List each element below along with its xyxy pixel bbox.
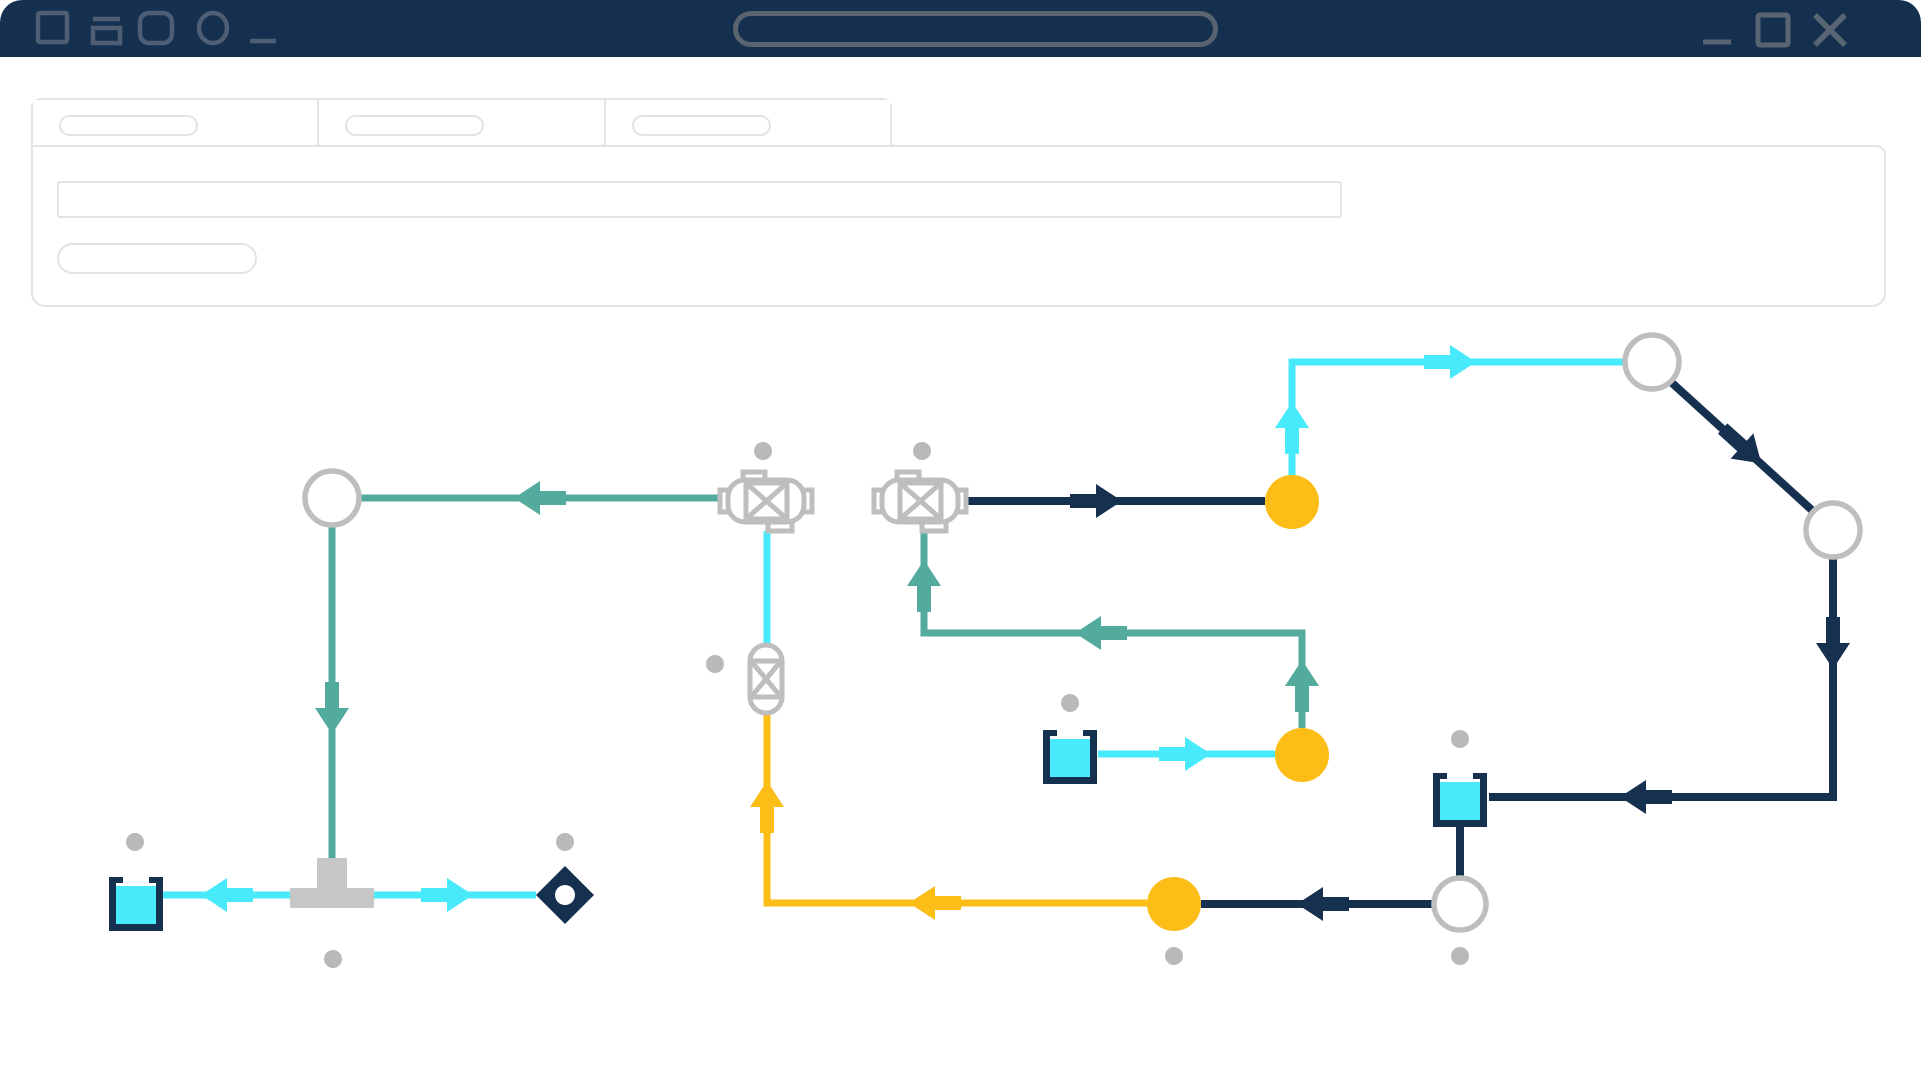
node-tank-middle[interactable]: [1043, 730, 1097, 784]
flow-arrow-down-icon: [1816, 617, 1850, 669]
node-compressor-right[interactable]: [871, 469, 969, 534]
flow-arrow-right-icon: [1159, 737, 1211, 771]
tee-bar: [290, 888, 374, 908]
flow-arrow-up-icon: [1275, 402, 1309, 454]
tee-stem: [317, 858, 347, 888]
tank-wall-left: [1043, 730, 1050, 784]
gauge-circle-icon: [1803, 500, 1863, 560]
node-tank-left[interactable]: [109, 877, 163, 931]
check-valve-port: [555, 885, 575, 905]
node-tank-right[interactable]: [1433, 773, 1487, 827]
port-dot: [1061, 694, 1079, 712]
tank-rim-left: [1433, 773, 1447, 779]
tank-wall-right: [1090, 730, 1097, 784]
close-icon[interactable]: [1811, 11, 1849, 49]
tab-bar: [31, 98, 892, 147]
port-dot: [1451, 730, 1469, 748]
vessel-cross: [749, 659, 783, 699]
tank-wall-left: [109, 877, 116, 931]
tab-3-label-placeholder: [631, 115, 771, 136]
tank-bottom: [1043, 777, 1097, 784]
flow-arrow-up-icon: [1285, 660, 1319, 712]
port-dot: [754, 442, 772, 460]
tank-wall-left: [1433, 773, 1440, 827]
flow-arrow-up-icon: [750, 781, 784, 833]
window-icon[interactable]: [89, 9, 127, 49]
tank-bottom: [1433, 820, 1487, 827]
node-gauge-left[interactable]: [302, 468, 362, 528]
port-dot: [1165, 947, 1183, 965]
tank-wall-right: [156, 877, 163, 931]
port-dot: [556, 833, 574, 851]
node-pump-1[interactable]: [1265, 475, 1319, 529]
tab-2[interactable]: [319, 100, 606, 147]
maximize-icon[interactable]: [1754, 11, 1792, 49]
port-dot: [324, 950, 342, 968]
rounded-square-icon[interactable]: [136, 9, 176, 49]
flow-arrow-left-icon: [1075, 616, 1127, 650]
pump-circle-icon: [1275, 728, 1329, 782]
node-compressor-left[interactable]: [717, 469, 815, 534]
compressor-cross: [744, 481, 789, 521]
node-tee-junction[interactable]: [290, 858, 374, 908]
tab-2-label-placeholder: [345, 115, 485, 136]
action-button-placeholder[interactable]: [57, 243, 257, 274]
port-dot: [126, 833, 144, 851]
node-pump-2[interactable]: [1275, 728, 1329, 782]
tab-1-label-placeholder: [59, 115, 198, 136]
pipe-navy-down-and-left[interactable]: [1489, 556, 1837, 801]
gauge-circle-icon: [1622, 332, 1682, 392]
underscore-icon[interactable]: [246, 22, 280, 46]
flow-arrow-right-icon: [1424, 345, 1476, 379]
port-dot: [1451, 947, 1469, 965]
gauge-circle-icon: [302, 468, 362, 528]
tank-liquid: [116, 886, 156, 924]
flow-arrow-left-icon: [201, 878, 253, 912]
pump-circle-icon: [1265, 475, 1319, 529]
toolbar-panel: [31, 145, 1886, 307]
tank-liquid: [1440, 782, 1480, 820]
port-dot: [913, 442, 931, 460]
tank-rim-right: [149, 877, 163, 883]
flow-arrow-left-icon: [1620, 780, 1672, 814]
node-pump-3[interactable]: [1147, 877, 1201, 931]
flow-arrow-up-icon: [907, 560, 941, 612]
gauge-circle-icon: [1431, 875, 1489, 933]
tank-bottom: [109, 924, 163, 931]
square-icon[interactable]: [34, 9, 72, 49]
node-gauge-bottom[interactable]: [1431, 875, 1489, 933]
flow-arrow-right-icon: [421, 878, 473, 912]
pipe-yellow-filter-loop[interactable]: [763, 713, 1147, 907]
flow-arrow-down-icon: [315, 682, 349, 734]
tank-wall-right: [1480, 773, 1487, 827]
titlebar: [0, 0, 1921, 57]
flow-arrow-down-right-icon: [1717, 423, 1762, 464]
flow-arrow-right-icon: [1070, 484, 1122, 518]
address-search-bar[interactable]: [733, 11, 1218, 47]
flow-arrow-left-icon: [1297, 887, 1349, 921]
minimize-icon[interactable]: [1699, 24, 1735, 48]
tank-rim-right: [1473, 773, 1487, 779]
circle-icon[interactable]: [195, 9, 233, 49]
node-gauge-top-right[interactable]: [1622, 332, 1682, 392]
node-check-valve[interactable]: [536, 866, 594, 924]
node-gauge-right[interactable]: [1803, 500, 1863, 560]
tab-1[interactable]: [33, 100, 320, 147]
compressor-cross: [898, 481, 943, 521]
node-filter-vessel[interactable]: [747, 642, 785, 716]
pump-circle-icon: [1147, 877, 1201, 931]
pipe-cyan-pump-to-gauge[interactable]: [1288, 358, 1624, 475]
flow-arrow-left-icon: [909, 886, 961, 920]
tank-rim-left: [109, 877, 123, 883]
tank-rim-right: [1083, 730, 1097, 736]
port-dot: [706, 655, 724, 673]
tank-liquid: [1050, 739, 1090, 777]
flow-arrow-left-icon: [514, 481, 566, 515]
tab-3[interactable]: [605, 100, 890, 147]
tank-rim-left: [1043, 730, 1057, 736]
form-input[interactable]: [57, 181, 1342, 218]
